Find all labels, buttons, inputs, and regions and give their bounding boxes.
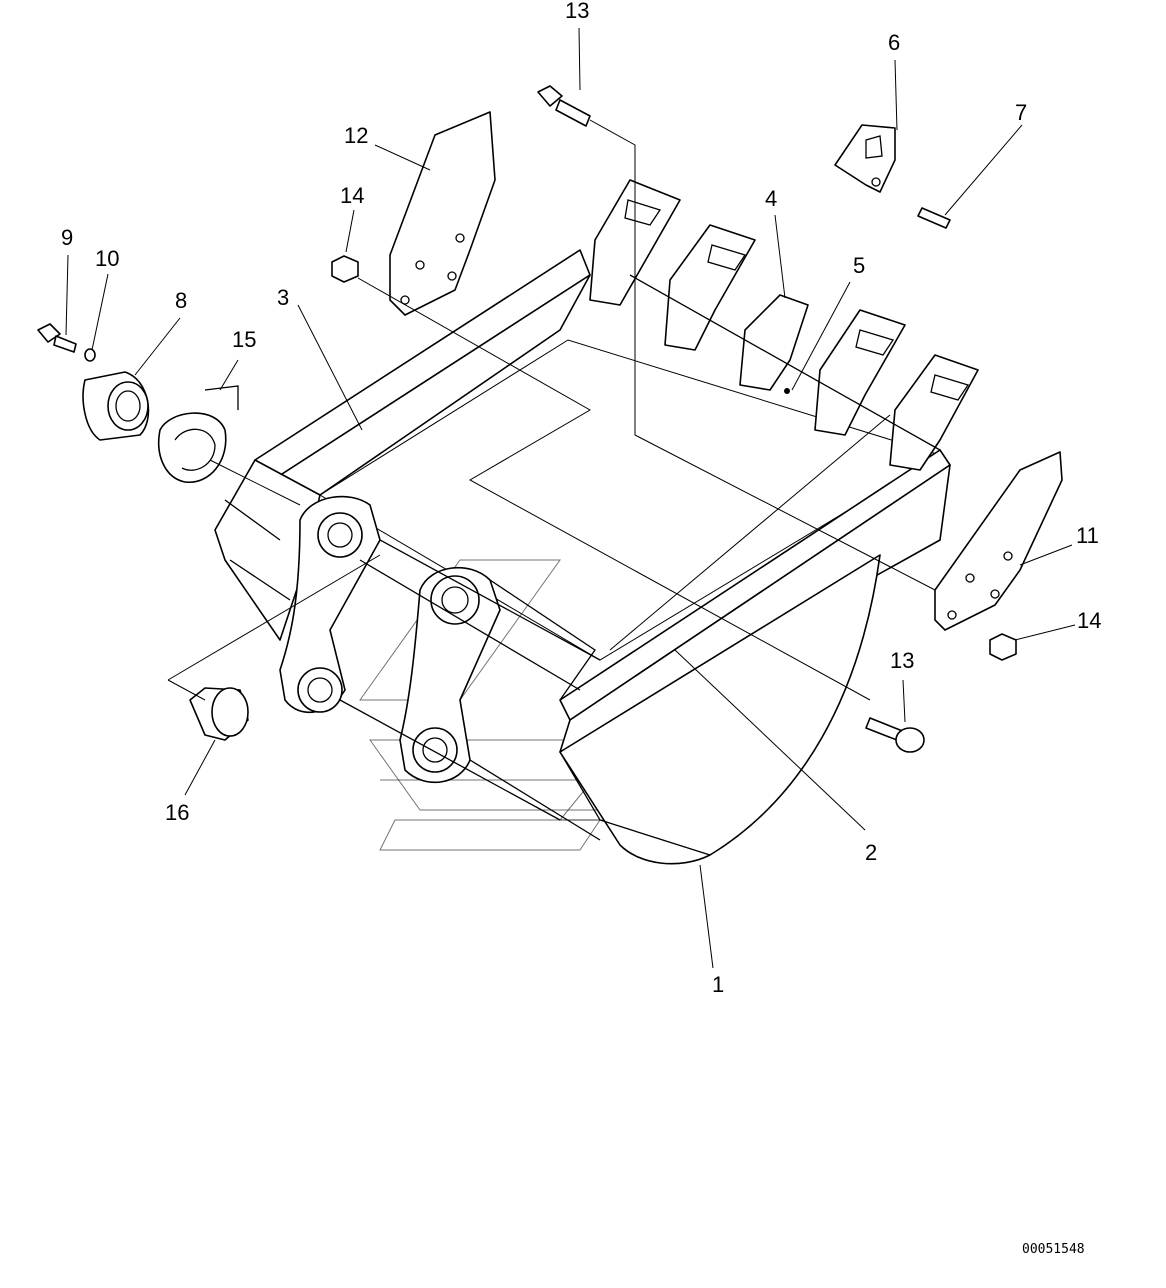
bucket-teeth	[589, 179, 979, 471]
callout-5: 5	[853, 253, 865, 278]
callout-8: 8	[175, 288, 187, 313]
callout-14-top: 14	[340, 183, 364, 208]
callout-13-bottom: 13	[890, 648, 914, 673]
callout-9: 9	[61, 225, 73, 250]
callout-6: 6	[888, 30, 900, 55]
callout-11: 11	[1076, 523, 1099, 548]
leader-lines	[65, 27, 1076, 969]
hardware	[37, 85, 1017, 753]
side-cutters	[389, 111, 1063, 631]
callout-14-right: 14	[1077, 608, 1101, 633]
callout-15: 15	[232, 327, 256, 352]
bucket-body	[214, 249, 951, 865]
callout-4: 4	[765, 186, 777, 211]
callout-labels: 1 2 3 4 5 6 7 8 9 10 11 12 13 13 14 14 1…	[61, 0, 1101, 1257]
callout-1: 1	[712, 972, 724, 997]
document-id: 00051548	[1022, 1242, 1085, 1257]
callout-16: 16	[165, 800, 189, 825]
callout-3: 3	[277, 285, 289, 310]
callout-7: 7	[1015, 100, 1027, 125]
callout-13-top: 13	[565, 0, 589, 23]
callout-12: 12	[344, 123, 368, 148]
callout-10: 10	[95, 246, 119, 271]
callout-2: 2	[865, 840, 877, 865]
